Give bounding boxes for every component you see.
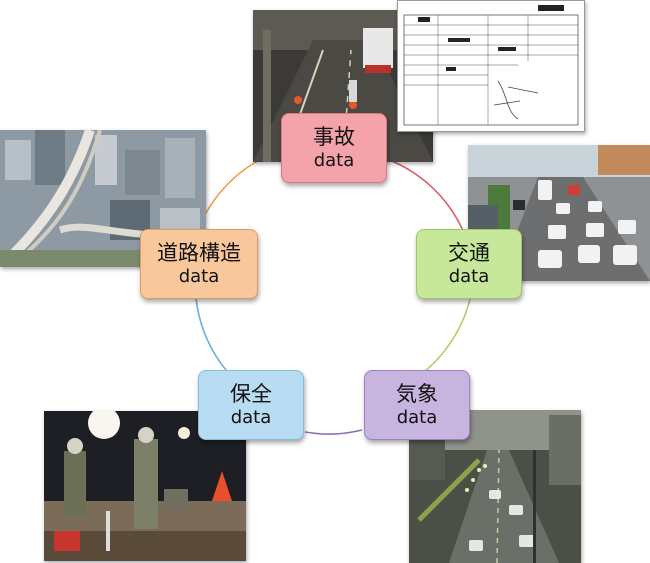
road-structure-aerial-photo [0,130,206,267]
weather-data-sub: data [396,407,438,428]
accident-report-form-image [397,0,585,132]
accident-data-node: 事故 data [281,113,387,183]
road-structure-data-sub: data [178,266,220,287]
ring-arc-weather-maintenance [304,429,363,435]
weather-data-title: 気象 [396,382,438,406]
accident-data-sub: data [313,150,355,171]
traffic-data-title: 交通 [448,241,490,265]
road-structure-data-title: 道路構造 [157,241,241,265]
ring-arc-traffic-weather [415,289,473,379]
traffic-data-node: 交通 data [416,229,522,299]
ring-arc-maintenance-road [195,297,234,379]
maintenance-data-sub: data [230,407,272,428]
weather-rainy-road-photo [409,410,581,563]
traffic-data-sub: data [448,266,490,287]
road-structure-data-node: 道路構造 data [140,229,258,299]
maintenance-data-title: 保全 [230,382,272,406]
maintenance-data-node: 保全 data [198,370,304,440]
accident-data-title: 事故 [313,125,355,149]
weather-data-node: 気象 data [364,370,470,440]
